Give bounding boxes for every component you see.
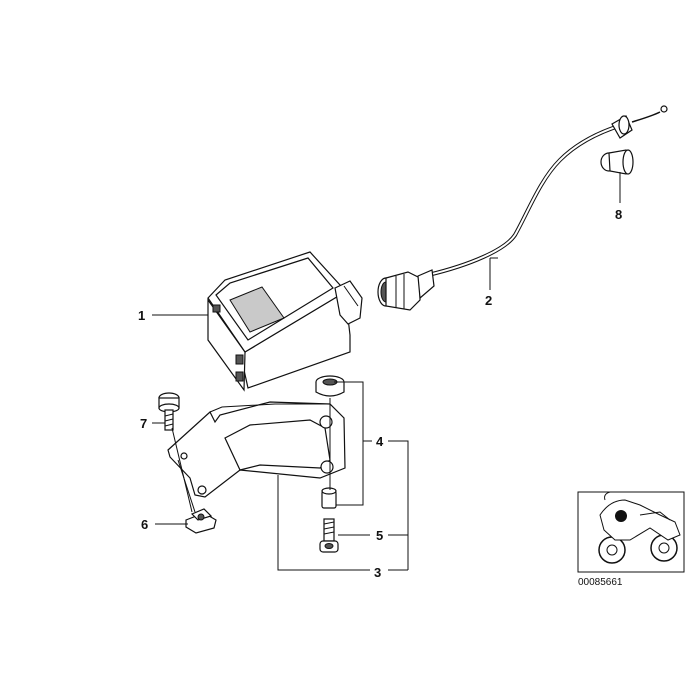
- leader-lines: [152, 172, 621, 571]
- callout-8: 8: [615, 207, 622, 222]
- callout-6: 6: [141, 517, 148, 532]
- part-bracket[interactable]: [167, 401, 346, 498]
- part-bolt-5[interactable]: [319, 518, 339, 553]
- motorcycle-thumbnail: 00085661: [577, 491, 685, 588]
- callout-3: 3: [374, 565, 381, 580]
- part-cable[interactable]: [377, 105, 668, 311]
- part-grommet[interactable]: [600, 149, 634, 175]
- location-marker-icon: [615, 510, 627, 522]
- motorcycle-icon: [598, 491, 681, 564]
- reference-number: 00085661: [578, 577, 623, 588]
- callout-4: 4: [376, 434, 384, 449]
- part-screw-7[interactable]: [158, 392, 180, 431]
- part-rubber-mount-top[interactable]: [315, 375, 345, 397]
- part-control-unit[interactable]: [207, 251, 363, 392]
- callout-1: 1: [138, 308, 145, 323]
- part-clip-nut-6[interactable]: [185, 508, 217, 534]
- callout-7: 7: [140, 416, 147, 431]
- callout-5: 5: [376, 528, 383, 543]
- part-spacer-sleeve[interactable]: [321, 487, 337, 509]
- callout-2: 2: [485, 293, 492, 308]
